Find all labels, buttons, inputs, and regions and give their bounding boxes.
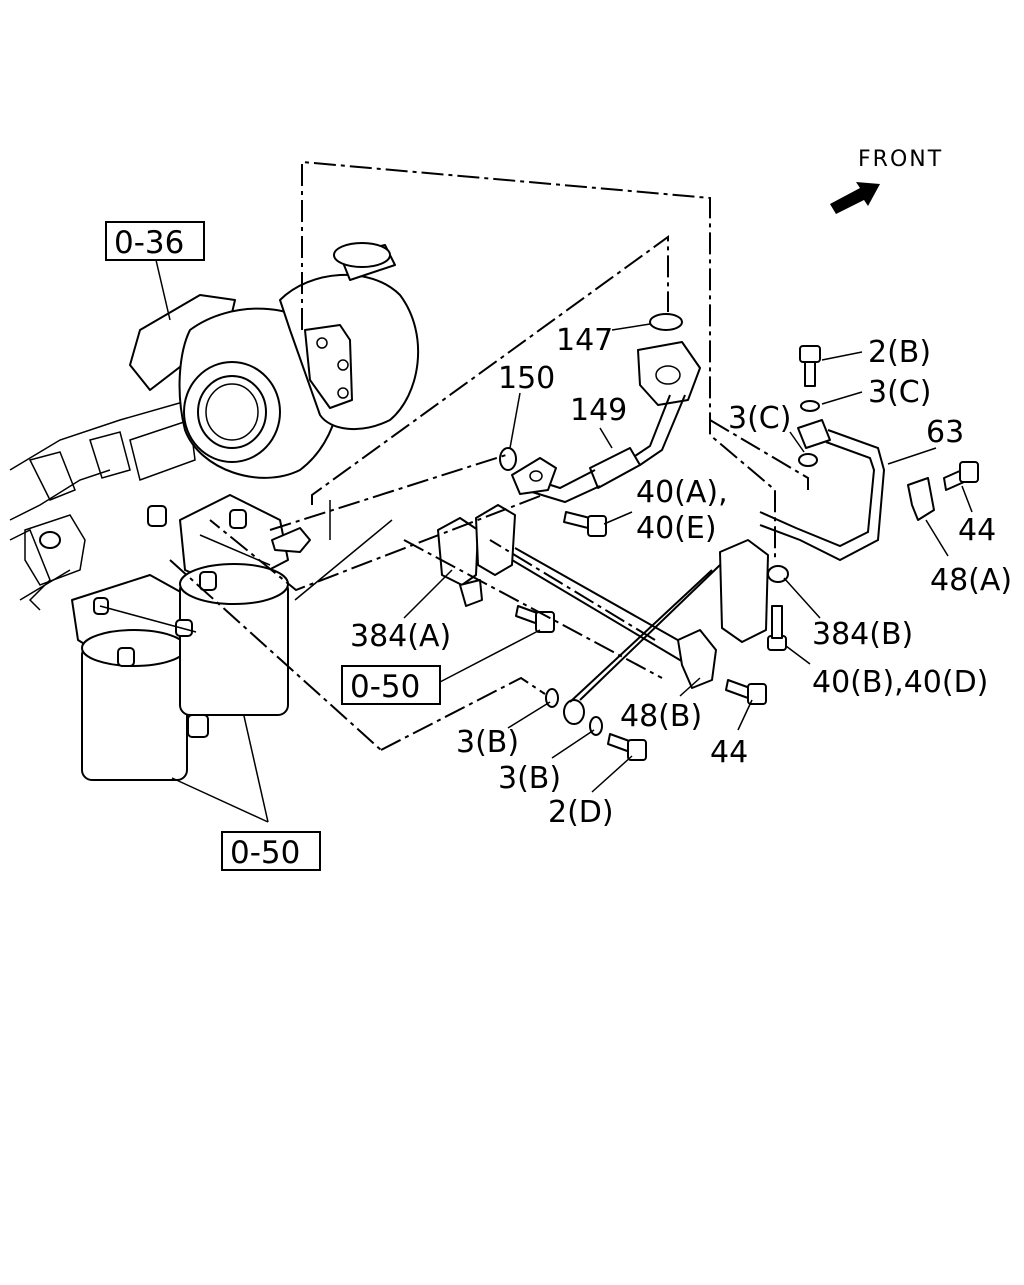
bracket-384b <box>719 539 789 643</box>
callout-2b: 2(B) <box>868 335 931 370</box>
reference-lines <box>169 160 809 751</box>
reference-0-50-mid: 0-50 <box>350 669 420 705</box>
o-ring-150 <box>499 447 517 471</box>
callout-44-bottom: 44 <box>710 735 748 770</box>
bolt-40a <box>563 511 607 537</box>
gasket-flange-small <box>271 527 311 553</box>
reference-box-0-36: 0-36 <box>105 221 205 261</box>
turbocharger <box>129 242 420 479</box>
bolt-2b <box>799 345 821 387</box>
oil-feed-pipe-149 <box>511 341 701 504</box>
front-label: FRONT <box>858 147 943 172</box>
oil-return-pipe-63 <box>759 419 886 562</box>
engine-block <box>9 399 196 611</box>
callout-3c-right: 3(C) <box>868 375 931 410</box>
clip-48a <box>907 477 935 521</box>
callout-48a: 48(A) <box>930 563 1012 598</box>
banjo-fitting <box>563 564 721 725</box>
reference-box-0-50-bottom: 0-50 <box>221 831 321 871</box>
front-arrow-icon <box>830 182 880 214</box>
callout-384b: 384(B) <box>812 617 913 652</box>
callout-40bd: 40(B),40(D) <box>812 665 988 700</box>
callout-3c-left: 3(C) <box>728 401 791 436</box>
reference-0-50-bottom: 0-50 <box>230 835 300 871</box>
clip-48b <box>677 629 717 689</box>
callout-44-top: 44 <box>958 513 996 548</box>
bolt-40b <box>767 605 787 651</box>
callout-2d: 2(D) <box>548 795 614 830</box>
callout-48b: 48(B) <box>620 699 702 734</box>
o-ring-147 <box>649 313 683 331</box>
callout-40a: 40(A), <box>636 475 728 510</box>
reference-box-0-50-mid: 0-50 <box>341 665 441 705</box>
callout-63: 63 <box>926 415 964 450</box>
bolt-2d <box>607 733 647 761</box>
washer-3b-left <box>545 688 559 708</box>
bracket-384a <box>437 504 707 673</box>
washer-3c-upper <box>800 400 820 412</box>
callout-150: 150 <box>498 361 555 396</box>
callout-40e: 40(E) <box>636 511 717 546</box>
callout-3b-lower: 3(B) <box>498 761 561 796</box>
washer-3c-lower <box>798 453 818 467</box>
leader-lines <box>155 259 973 823</box>
oil-filter-assembly <box>71 494 289 781</box>
callout-149: 149 <box>570 393 627 428</box>
reference-0-36: 0-36 <box>114 225 184 261</box>
callout-147: 147 <box>556 323 613 358</box>
bolt-44-top <box>943 461 979 491</box>
callout-3b-left: 3(B) <box>456 725 519 760</box>
bolt-44-bottom <box>725 679 767 705</box>
callout-384a: 384(A) <box>350 619 451 654</box>
